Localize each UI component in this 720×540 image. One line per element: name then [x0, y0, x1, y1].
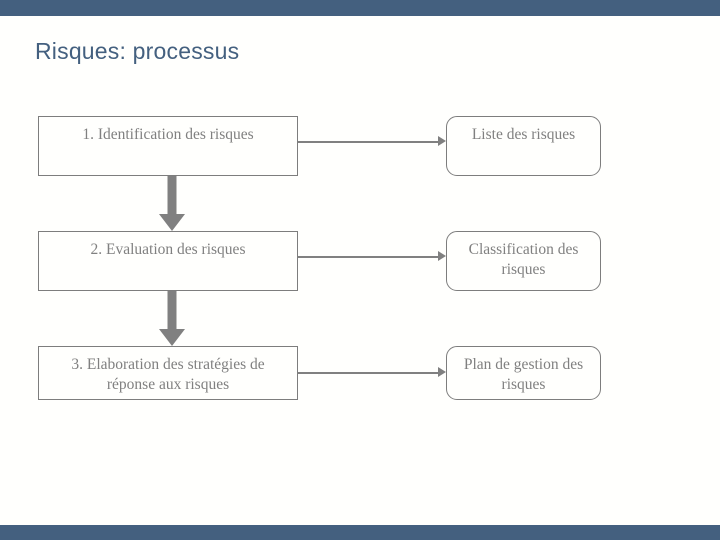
- output-1-label: Liste des risques: [471, 126, 576, 143]
- process-step-3-box[interactable]: 3. Elaboration des stratégies de réponse…: [38, 346, 298, 400]
- flow-arrow-down-step-1-to-2: [144, 176, 200, 231]
- arrowhead-right-icon: [438, 251, 446, 261]
- output-2-label: Classification des risques: [468, 241, 579, 279]
- arrow-shaft: [167, 176, 177, 214]
- top-accent-bar: [0, 0, 720, 16]
- process-step-2-box[interactable]: 2. Evaluation des risques: [38, 231, 298, 291]
- page-title: Risques: processus: [35, 38, 240, 64]
- connector-shaft: [298, 372, 438, 374]
- process-step-3-label: 3. Elaboration des stratégies de réponse…: [71, 356, 265, 394]
- output-1-box[interactable]: Liste des risques: [446, 116, 601, 176]
- flow-arrow-down-step-2-to-3: [144, 291, 200, 346]
- arrowhead-right-icon: [438, 136, 446, 146]
- connector-step-1-to-output-1: [298, 136, 446, 147]
- process-step-1-box[interactable]: 1. Identification des risques: [38, 116, 298, 176]
- output-2-box[interactable]: Classification des risques: [446, 231, 601, 291]
- arrowhead-right-icon: [438, 367, 446, 377]
- connector-step-3-to-output-3: [298, 367, 446, 378]
- connector-shaft: [298, 141, 438, 143]
- process-step-2-label: 2. Evaluation des risques: [90, 241, 246, 258]
- arrow-shaft: [167, 291, 177, 329]
- arrowhead-down-icon: [159, 214, 185, 231]
- connector-shaft: [298, 256, 438, 258]
- process-step-1-label: 1. Identification des risques: [82, 126, 254, 143]
- bottom-accent-bar: [0, 525, 720, 540]
- output-3-label: Plan de gestion des risques: [463, 356, 584, 394]
- output-3-box[interactable]: Plan de gestion des risques: [446, 346, 601, 400]
- arrowhead-down-icon: [159, 329, 185, 346]
- connector-step-2-to-output-2: [298, 251, 446, 262]
